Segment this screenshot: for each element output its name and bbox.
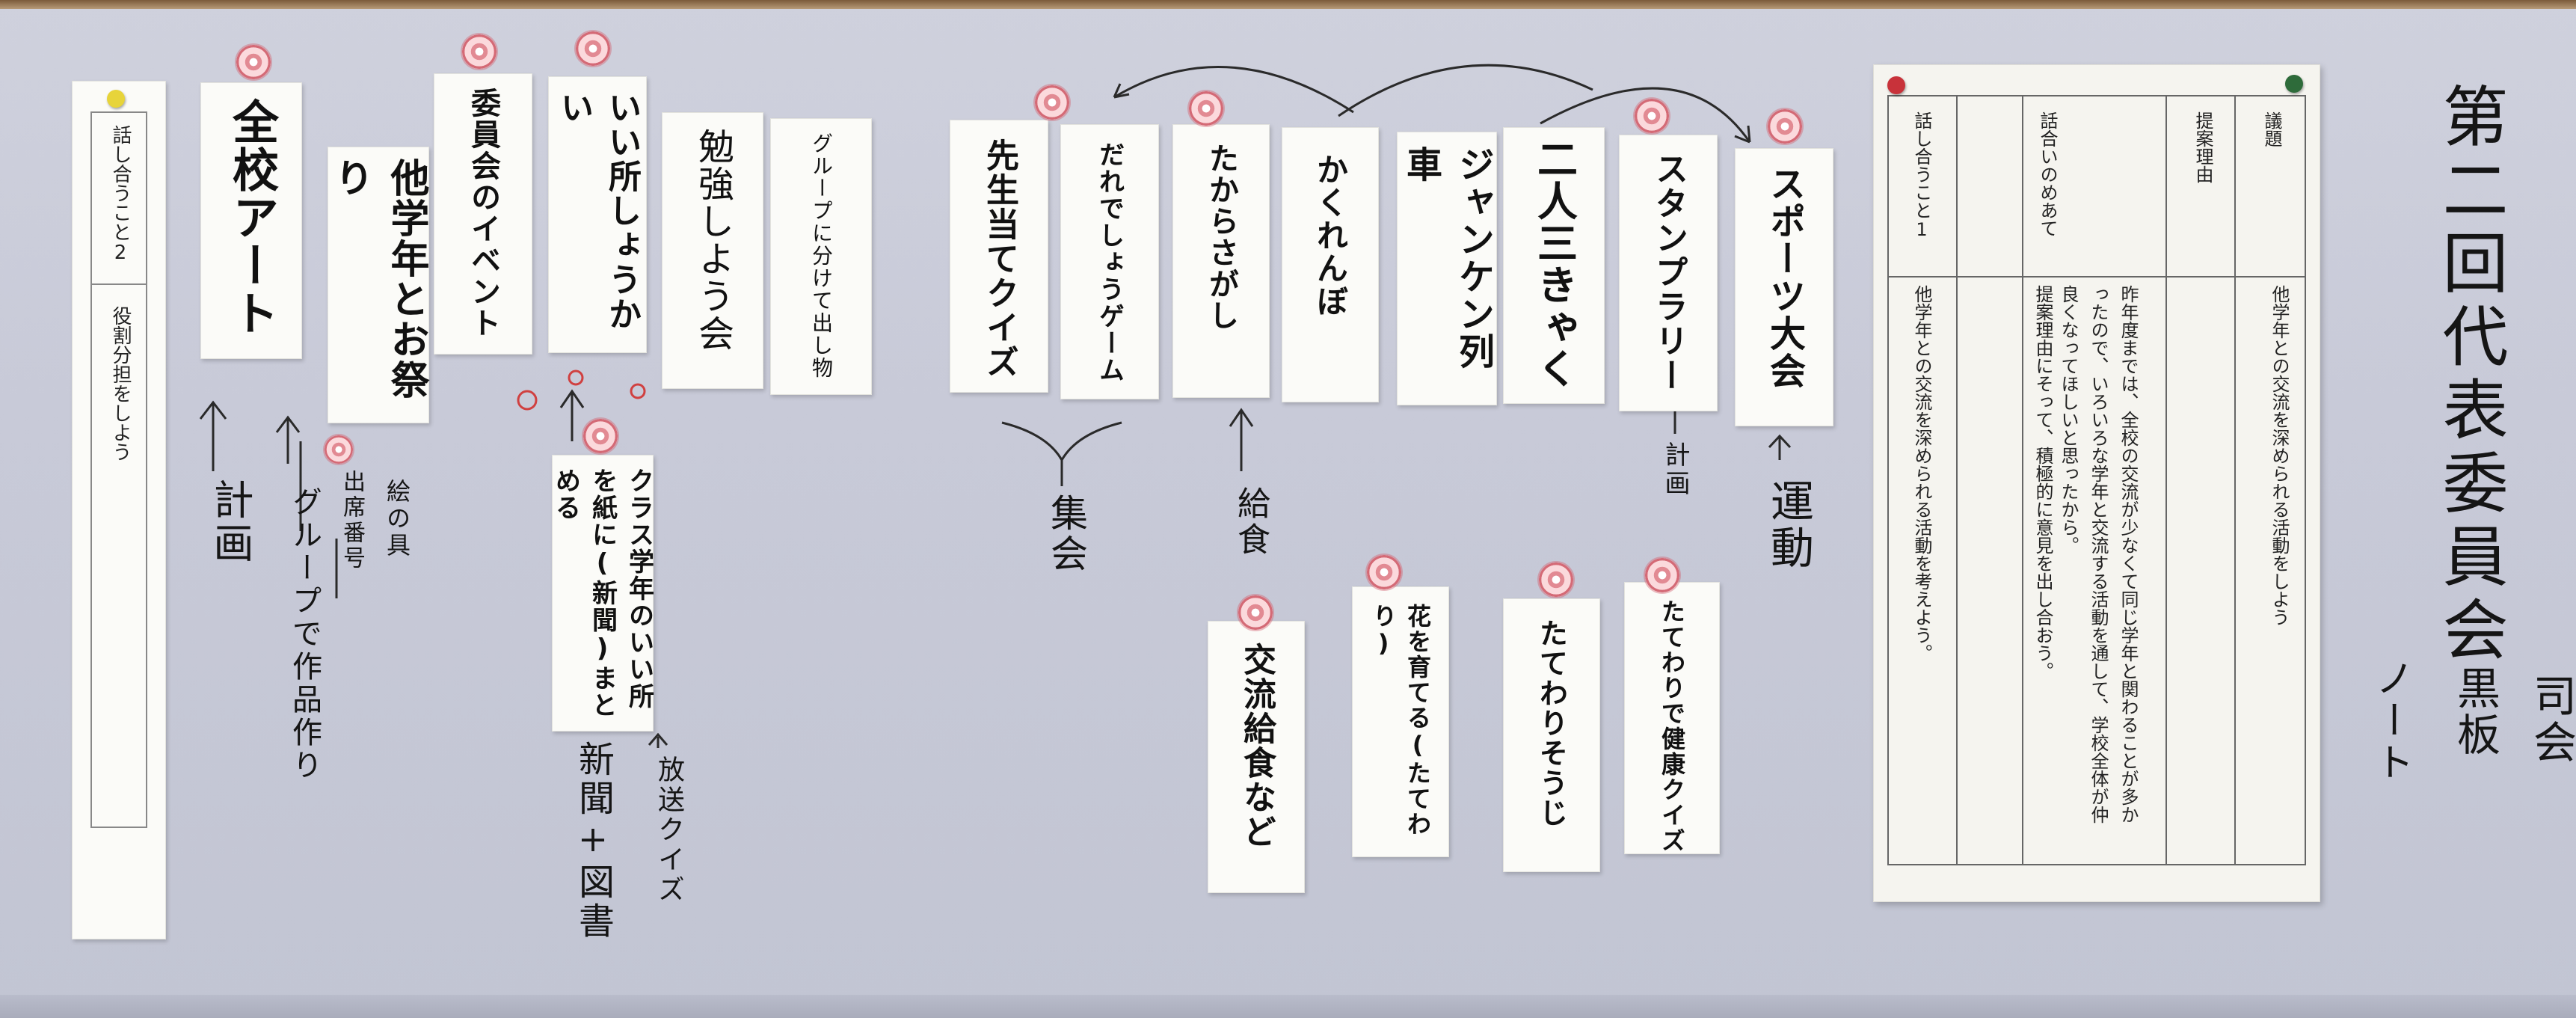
board-frame-top	[0, 0, 2576, 9]
card-kouryuu-kyuushoku-text: 交流給食など	[1238, 643, 1276, 849]
flower-magnet	[1635, 99, 1669, 133]
flower-magnet	[583, 419, 618, 453]
flower-magnet	[1768, 109, 1802, 144]
poster-col-rule	[2234, 96, 2236, 864]
agenda-strip-rule-right	[146, 111, 147, 827]
poster-col-rule	[1956, 96, 1958, 864]
card-janken-text: ジャンケン列車	[1400, 146, 1494, 370]
board-tray	[0, 995, 2576, 1018]
flower-magnet	[576, 31, 610, 66]
flower-magnet	[236, 45, 271, 79]
agenda-item-text: 役割分担をしよう	[109, 306, 132, 462]
flower-magnet	[1367, 555, 1401, 589]
agenda-strip-rule-top	[90, 111, 147, 113]
card-iinkai-event[interactable]: 委員会のイベント	[434, 73, 532, 355]
card-stamp-rally-text: スタンプラリー	[1650, 152, 1688, 393]
card-dare-game-text: だれでしょうゲーム	[1094, 141, 1125, 384]
card-dare-game[interactable]: だれでしょうゲーム	[1060, 124, 1159, 399]
note-group-sakuhin: グループで作品作り	[287, 486, 322, 782]
card-tagakunen-omatsuri-text: 他学年とお祭り	[328, 158, 428, 400]
meeting-title: 第二回代表委員会	[2432, 82, 2509, 669]
poster-heading-riyuu: 提案理由	[2192, 111, 2213, 183]
card-group-demono[interactable]: グループに分けて出し物	[770, 118, 872, 395]
card-nininsankyaku-text: 二人三きゃく	[1530, 138, 1578, 390]
flower-magnet	[1035, 85, 1069, 120]
note-shinbun-tosho: 新聞+図書	[572, 740, 614, 941]
poster-heading-gidai: 議題	[2261, 111, 2282, 147]
card-sports-taikai-text: スポーツ大会	[1763, 165, 1805, 390]
card-class-shinbun[interactable]: クラス学年のいい所を紙に(新聞)まとめる	[550, 455, 654, 732]
card-tatewari-souji-text: たてわりそうじ	[1534, 619, 1568, 828]
card-kakurenbo-text: かくれんぼ	[1312, 153, 1349, 318]
card-takarasagashi[interactable]: たからさがし	[1172, 124, 1270, 398]
agenda-strip-rule-bottom	[90, 827, 147, 828]
poster-row-rule	[1889, 276, 2305, 278]
card-kouryuu-kyuushoku[interactable]: 交流給食など	[1208, 621, 1305, 893]
card-tatewari-quiz[interactable]: たてわりで健康クイズ	[1624, 582, 1720, 854]
note-undou: 運動	[1763, 479, 1814, 571]
poster-col-rule	[2022, 96, 2023, 864]
card-zenko-art[interactable]: 全校アート	[200, 82, 302, 359]
card-zenko-art-text: 全校アート	[224, 98, 279, 337]
card-hana[interactable]: 花を育てる(たてわり)	[1352, 586, 1449, 857]
card-group-demono-text: グループに分けて出し物	[809, 132, 834, 379]
agenda-strip-rule-mid	[90, 283, 147, 285]
note-enogu: 絵の具	[383, 479, 411, 559]
yellow-pushpin	[107, 90, 125, 108]
agenda-item-title: 話し合うこと2	[109, 125, 132, 264]
card-janken[interactable]: ジャンケン列車	[1397, 132, 1497, 405]
note-keikaku-left: 計画	[206, 479, 253, 565]
card-nininsankyaku[interactable]: 二人三きゃく	[1503, 127, 1605, 404]
role-shikai: 司会	[2526, 673, 2576, 766]
card-stamp-rally[interactable]: スタンプラリー	[1619, 135, 1718, 411]
card-tatewari-souji[interactable]: たてわりそうじ	[1503, 598, 1600, 872]
poster-heading-koto1: 話し合うこと1	[1911, 111, 1932, 240]
note-shuukai: 集会	[1045, 494, 1088, 574]
flower-magnet	[1539, 562, 1573, 597]
agenda-poster: 議題 他学年との交流を深められる活動をしよう 提案理由 昨年度までは、全校の交流…	[1873, 64, 2320, 902]
card-iitokoro-text: いい所しょうかい	[555, 91, 641, 331]
card-benkyoukai[interactable]: 勉強しよう会	[662, 112, 763, 389]
card-kakurenbo[interactable]: かくれんぼ	[1282, 127, 1379, 402]
green-pushpin	[2285, 75, 2303, 93]
card-iitokoro[interactable]: いい所しょうかい	[548, 76, 647, 353]
card-takarasagashi-text: たからさがし	[1204, 143, 1238, 331]
poster-riyuu: 昨年度までは、全校の交流が少なくて同じ学年と関わることが多かったので、いろいろな…	[2058, 285, 2139, 824]
card-benkyoukai-text: 勉強しよう会	[692, 128, 734, 352]
flower-magnet	[462, 34, 497, 69]
poster-col-rule	[2165, 96, 2167, 864]
agenda-strip-rule-left	[90, 111, 92, 827]
card-iinkai-event-text: 委員会のイベント	[466, 88, 500, 339]
card-tatewari-quiz-text: たてわりで健康クイズ	[1658, 599, 1686, 853]
note-kyuushoku: 給食	[1232, 486, 1270, 558]
card-class-shinbun-text: クラス学年のいい所を紙に(新聞)まとめる	[550, 467, 654, 719]
card-hana-text: 花を育てる(たてわり)	[1369, 604, 1432, 837]
note-hoso-quiz: 放送クイズ	[654, 755, 684, 905]
poster-heading-meate: 話合いのめあて	[2037, 111, 2058, 237]
note-keikaku-right: 計画	[1660, 441, 1690, 498]
flower-magnet	[1189, 91, 1223, 126]
poster-meate: 提案理由にそって、積極的に意見を出し合おう。	[2032, 285, 2053, 680]
card-sports-taikai[interactable]: スポーツ大会	[1735, 148, 1833, 426]
red-pushpin	[1887, 76, 1905, 94]
card-sensei-quiz-text: 先生当てクイズ	[980, 138, 1018, 379]
poster-koto1: 他学年との交流を深められる活動を考えよう。	[1911, 285, 1932, 662]
agenda-strip: 話し合うこと2 役割分担をしよう	[72, 81, 166, 939]
card-tagakunen-omatsuri[interactable]: 他学年とお祭り	[328, 147, 429, 423]
poster-gidai: 他学年との交流を深められる活動をしよう	[2269, 285, 2290, 626]
flower-magnet	[1238, 595, 1273, 630]
flower-magnet	[325, 435, 353, 464]
poster-grid	[1887, 95, 2306, 865]
card-sensei-quiz[interactable]: 先生当てクイズ	[950, 120, 1048, 393]
role-kokuban: 黒板	[2450, 666, 2500, 758]
role-note: ノート	[2368, 658, 2413, 784]
note-shusseki-bangou: 出席番号	[339, 470, 365, 571]
flower-magnet	[1645, 558, 1679, 592]
